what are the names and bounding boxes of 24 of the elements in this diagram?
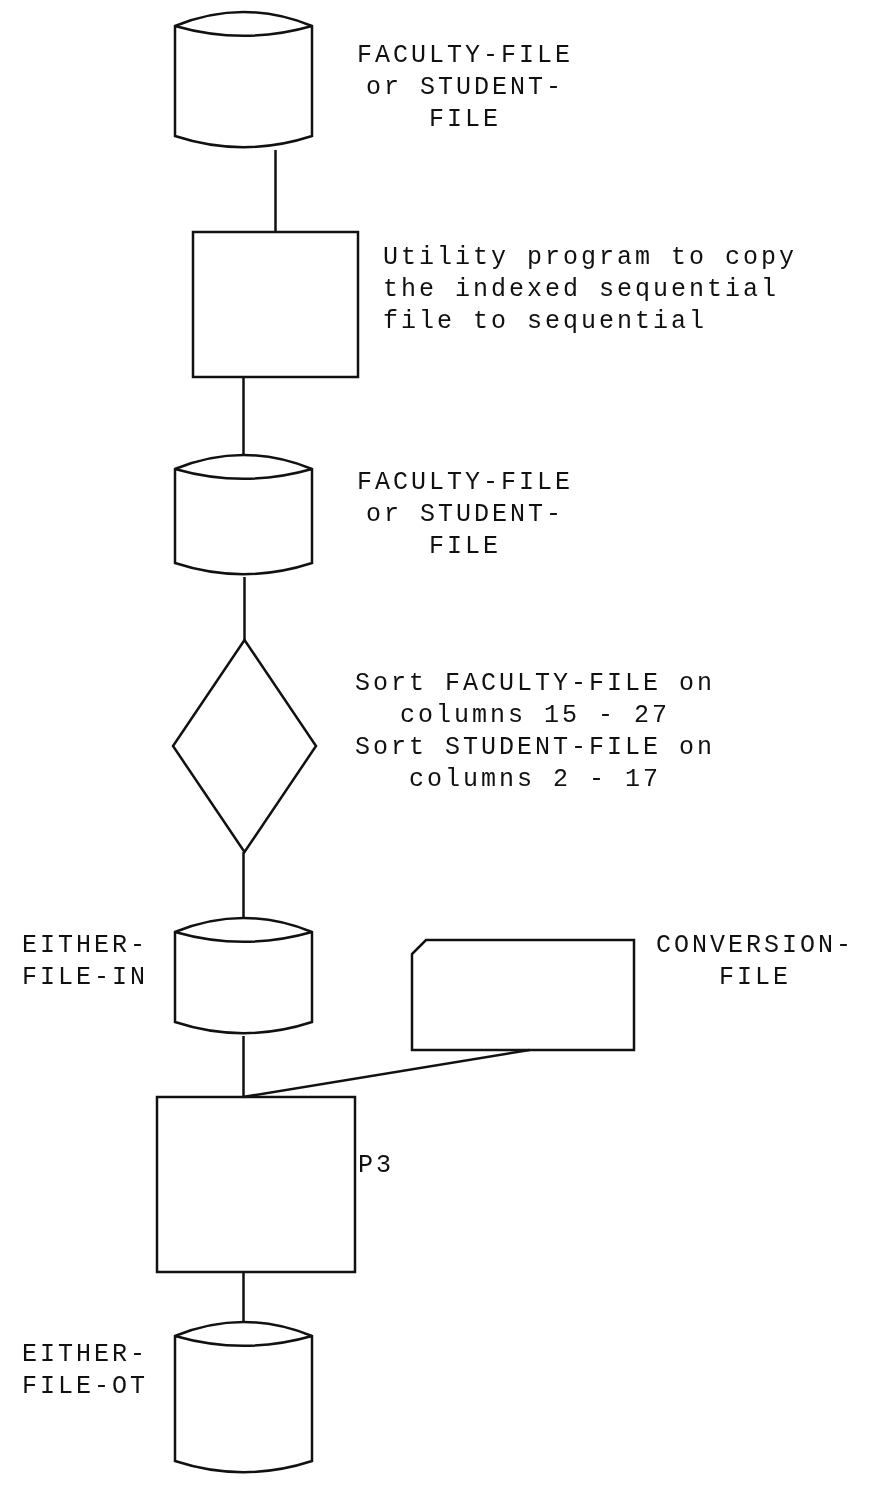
connector-line <box>242 852 245 918</box>
node-caption: EITHER- FILE-IN <box>21 930 149 994</box>
node-caption: FACULTY-FILE or STUDENT-FILE <box>356 40 574 136</box>
file-cylinder <box>173 453 314 576</box>
connector-line <box>243 577 246 640</box>
decision-diamond <box>171 637 318 855</box>
node-caption: FACULTY-FILE or STUDENT-FILE <box>356 467 574 563</box>
node-caption: EITHER- FILE-OT <box>21 1339 149 1403</box>
file-cylinder <box>173 916 314 1035</box>
node-caption: Sort STUDENT-FILE on columns 2 - 17 <box>353 732 717 796</box>
file-cylinder <box>173 10 314 149</box>
connector-line <box>242 1036 245 1097</box>
file-cylinder <box>173 1320 314 1474</box>
node-caption: CONVERSION- FILE <box>655 930 855 994</box>
connector-line <box>242 1048 530 1099</box>
connector-line <box>242 377 245 455</box>
process-box <box>155 1095 357 1274</box>
connector-line <box>242 1272 245 1322</box>
node-caption: Sort FACULTY-FILE on columns 15 - 27 <box>353 668 717 732</box>
node-caption: P3 <box>358 1150 395 1182</box>
node-caption: Utility program to copy the indexed sequential file to sequential <box>383 242 799 338</box>
connector-line <box>274 150 277 232</box>
punched-card <box>410 938 636 1052</box>
process-box <box>191 230 360 379</box>
